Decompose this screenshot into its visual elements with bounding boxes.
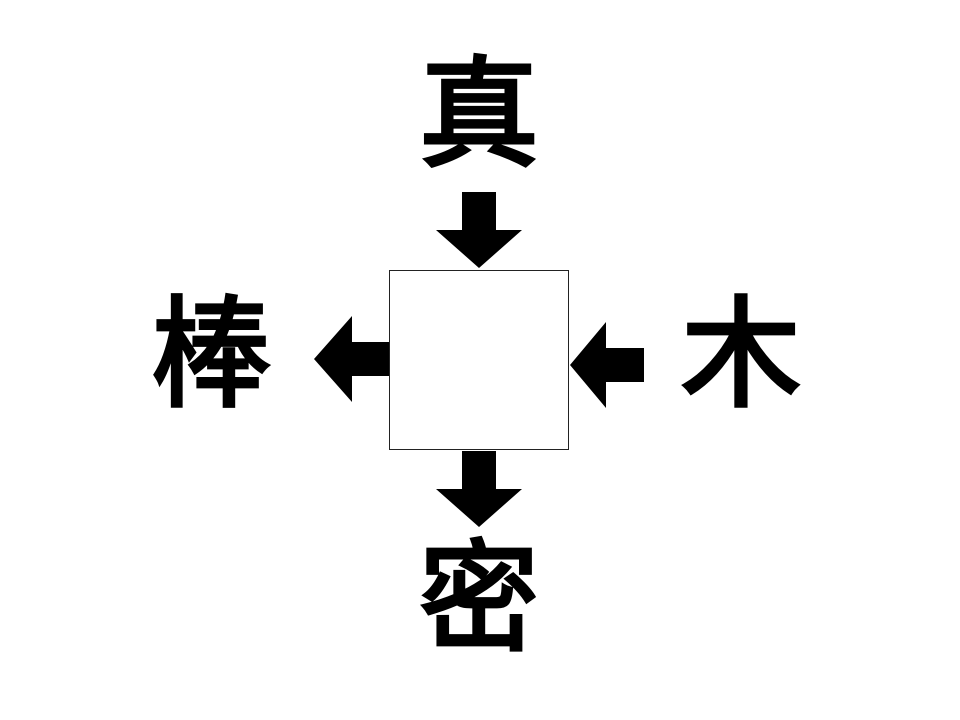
arrow-left-icon (314, 316, 389, 402)
left-character: 棒 (151, 286, 271, 425)
answer-box[interactable] (389, 270, 569, 450)
top-character: 真 (419, 46, 539, 185)
right-character: 木 (681, 286, 801, 425)
bottom-character: 密 (419, 530, 539, 669)
arrow-left-icon (570, 322, 644, 408)
arrow-down-icon (436, 451, 522, 527)
arrow-down-icon (436, 192, 522, 268)
